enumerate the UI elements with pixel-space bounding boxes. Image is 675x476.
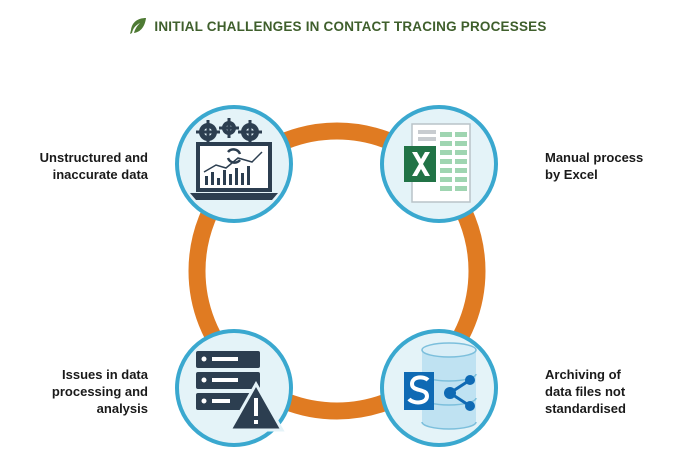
orange-ring	[188, 122, 486, 420]
label-archiving: Archiving of data files not standardised	[545, 367, 626, 416]
circle-archiving	[380, 329, 498, 447]
circle-unstructured-data	[175, 105, 293, 223]
title-row: INITIAL CHALLENGES IN CONTACT TRACING PR…	[0, 14, 675, 38]
page-title: INITIAL CHALLENGES IN CONTACT TRACING PR…	[154, 18, 547, 34]
leaf-icon	[130, 18, 147, 34]
sharepoint-database-icon	[404, 342, 477, 430]
label-manual-excel: Manual process by Excel	[545, 150, 644, 182]
laptop-gears-icon	[190, 118, 278, 200]
circle-processing-issues	[175, 329, 293, 447]
circle-manual-excel	[380, 105, 498, 223]
server-warning-icon	[196, 351, 285, 432]
excel-icon	[404, 123, 471, 203]
label-unstructured-data: Unstructured and inaccurate data	[39, 150, 148, 182]
label-processing-issues: Issues in data processing and analysis	[51, 367, 148, 416]
